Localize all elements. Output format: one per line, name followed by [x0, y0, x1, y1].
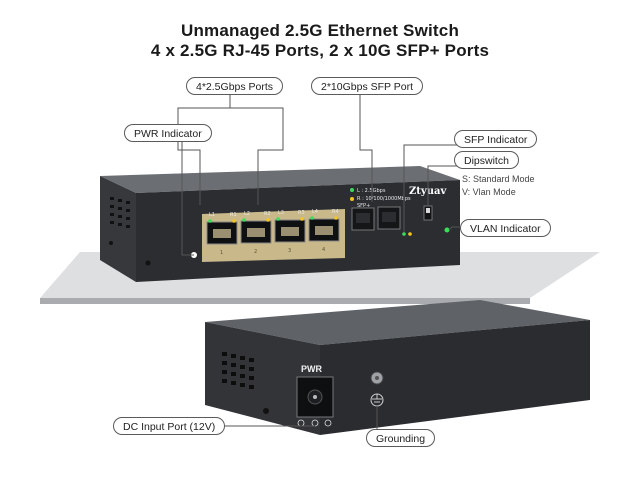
led-legend-line2: R : 10/100/1000Mbps: [357, 196, 411, 202]
dipswitch-standard-mode: S: Standard Mode: [462, 174, 535, 184]
callout-dipswitch: Dipswitch: [454, 151, 519, 169]
port-label-r1: R1: [230, 212, 237, 218]
port-number-1: 1: [220, 250, 224, 256]
port-label-r4: R4: [332, 209, 339, 215]
port-label-l4: L4: [312, 209, 318, 215]
dipswitch-vlan-mode: V: Vlan Mode: [462, 187, 516, 197]
pwr-led: [191, 252, 197, 258]
led-legend-line1: L : 2.5Gbps: [357, 188, 386, 194]
callout-dc-input: DC Input Port (12V): [113, 417, 226, 435]
callout-rj45-ports: 4*2.5Gbps Ports: [186, 77, 284, 95]
front-switch: [100, 166, 460, 282]
brand-logo: Ztyuav: [409, 186, 447, 197]
port-label-r2: R2: [264, 211, 271, 217]
callout-grounding: Grounding: [366, 429, 436, 447]
callout-sfp-indicator: SFP Indicator: [454, 130, 538, 148]
sfp-ports: [351, 206, 401, 231]
sfp-leds: [350, 188, 412, 236]
callout-vlan-indicator: VLAN Indicator: [460, 219, 551, 237]
port-label-l3: L3: [278, 210, 284, 216]
port-label-l1: L1: [209, 212, 215, 218]
port-number-3: 3: [288, 248, 292, 254]
vlan-led: [444, 227, 450, 233]
port-number-2: 2: [254, 249, 258, 255]
headline-line1: Unmanaged 2.5G Ethernet Switch: [180, 21, 460, 40]
port-label-l2: L2: [244, 211, 250, 217]
sfp-label: SFP+: [357, 203, 371, 209]
port-label-r3: R3: [298, 210, 305, 216]
port-number-4: 4: [322, 247, 326, 253]
rear-switch: [205, 300, 590, 435]
headline-line2: 4 x 2.5G RJ-45 Ports, 2 x 10G SFP+ Ports: [150, 41, 490, 60]
callout-pwr-indicator: PWR Indicator: [124, 124, 212, 142]
callout-sfp-port: 2*10Gbps SFP Port: [311, 77, 424, 95]
port-leds: [208, 216, 338, 223]
rear-pwr-label: PWR: [301, 364, 322, 374]
rj45-ports: [206, 218, 340, 245]
